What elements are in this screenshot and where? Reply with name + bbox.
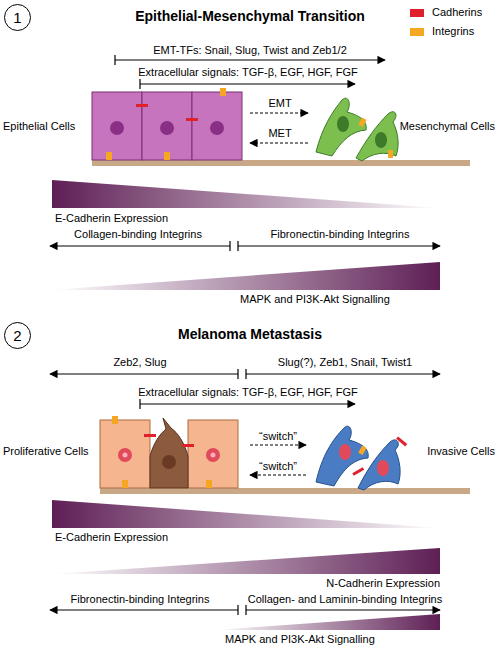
legend-swatch <box>410 9 424 17</box>
annotation-label: Fibronectin-binding Integrins <box>271 228 410 241</box>
legend-row: Integrins <box>410 25 482 38</box>
annotation-label: E-Cadherin Expression <box>55 212 168 225</box>
transition-arrows <box>250 113 308 143</box>
expression-wedge <box>52 180 440 208</box>
annotation-label: EMT <box>268 97 291 110</box>
expression-wedge <box>52 500 440 528</box>
panel-number-circle: 1 <box>4 4 31 31</box>
annotation-label: Collagen-binding Integrins <box>74 228 202 241</box>
annotation-label: Zeb2, Slug <box>113 356 166 369</box>
invasive-cells <box>316 426 407 490</box>
annotation-label: “switch” <box>259 430 297 443</box>
annotation-label: Epithelial Cells <box>3 120 75 133</box>
panel-number: 1 <box>13 9 21 26</box>
legend-swatch <box>410 28 424 36</box>
legend-row: Cadherins <box>410 6 482 19</box>
annotation-label: MET <box>268 127 291 140</box>
annotation-label: “switch” <box>259 460 297 473</box>
mesenchymal-cells <box>316 98 398 161</box>
panel-number-circle: 2 <box>4 322 31 349</box>
annotation-label: N-Cadherin Expression <box>326 577 440 590</box>
annotation-label: E-Cadherin Expression <box>55 531 168 544</box>
annotation-label: Extracellular signals: TGF-β, EGF, HGF, … <box>138 386 357 399</box>
panel-title: Epithelial-Mesenchymal Transition <box>135 8 365 25</box>
annotation-label: Extracellular signals: TGF-β, EGF, HGF, … <box>138 66 357 79</box>
signalling-wedge <box>215 614 440 630</box>
annotation-label: Mesenchymal Cells <box>400 120 495 133</box>
legend-text: Integrins <box>432 25 474 38</box>
annotation-label: Proliferative Cells <box>3 445 89 458</box>
expression-wedge <box>52 548 440 574</box>
annotation-label: Collagen- and Laminin-binding Integrins <box>248 593 442 606</box>
switch-arrows <box>250 445 306 475</box>
annotation-label: Invasive Cells <box>427 445 495 458</box>
annotation-label: EMT-TFs: Snail, Slug, Twist and Zeb1/2 <box>153 44 347 57</box>
panel-title: Melanoma Metastasis <box>178 326 322 343</box>
panel-number: 2 <box>13 327 21 344</box>
signalling-wedge <box>50 262 440 290</box>
annotation-label: Fibronectin-binding Integrins <box>71 593 210 606</box>
range-arrows <box>50 55 440 251</box>
annotation-label: MAPK and PI3K-Akt Signalling <box>240 293 390 306</box>
annotation-label: MAPK and PI3K-Akt Signalling <box>225 633 375 646</box>
legend-text: Cadherins <box>432 6 482 19</box>
annotation-label: Slug(?), Zeb1, Snail, Twist1 <box>278 356 412 369</box>
legend: CadherinsIntegrins <box>410 6 482 44</box>
proliferative-cells <box>100 416 470 494</box>
